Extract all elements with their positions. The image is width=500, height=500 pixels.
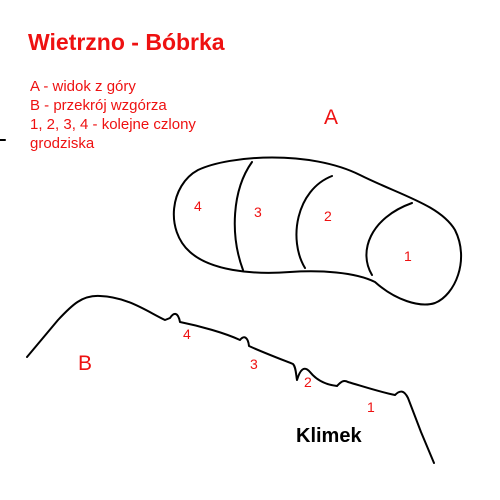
divider-2-1 xyxy=(365,202,413,276)
diagram-title: Wietrzno - Bóbrka xyxy=(28,29,225,55)
top-view-label: A xyxy=(324,106,338,129)
cross-section-label: B xyxy=(78,352,92,375)
top-section-4: 4 xyxy=(194,198,202,214)
cross-section-2: 2 xyxy=(304,374,312,390)
legend-line-c: 1, 2, 3, 4 - kolejne czlony xyxy=(30,116,196,133)
cross-section-4: 4 xyxy=(183,326,191,342)
legend: A - widok z góry B - przekrój wzgórza 1,… xyxy=(30,78,196,152)
top-section-2: 2 xyxy=(324,208,332,224)
divider-4-3 xyxy=(233,161,253,271)
top-section-1: 1 xyxy=(404,248,412,264)
hill-profile xyxy=(26,294,435,464)
top-section-3: 3 xyxy=(254,204,262,220)
cross-section-1: 1 xyxy=(367,399,375,415)
cross-section-3: 3 xyxy=(250,356,258,372)
divider-3-2 xyxy=(295,175,333,269)
top-view: A 4 3 2 1 xyxy=(172,106,463,306)
legend-line-d: grodziska xyxy=(30,135,95,152)
legend-line-a: A - widok z góry xyxy=(30,78,136,95)
cross-section: B 4 3 2 1 Klimek xyxy=(26,294,435,464)
hill-outline xyxy=(172,156,463,306)
place-name: Klimek xyxy=(296,425,362,447)
legend-line-b: B - przekrój wzgórza xyxy=(30,97,167,114)
